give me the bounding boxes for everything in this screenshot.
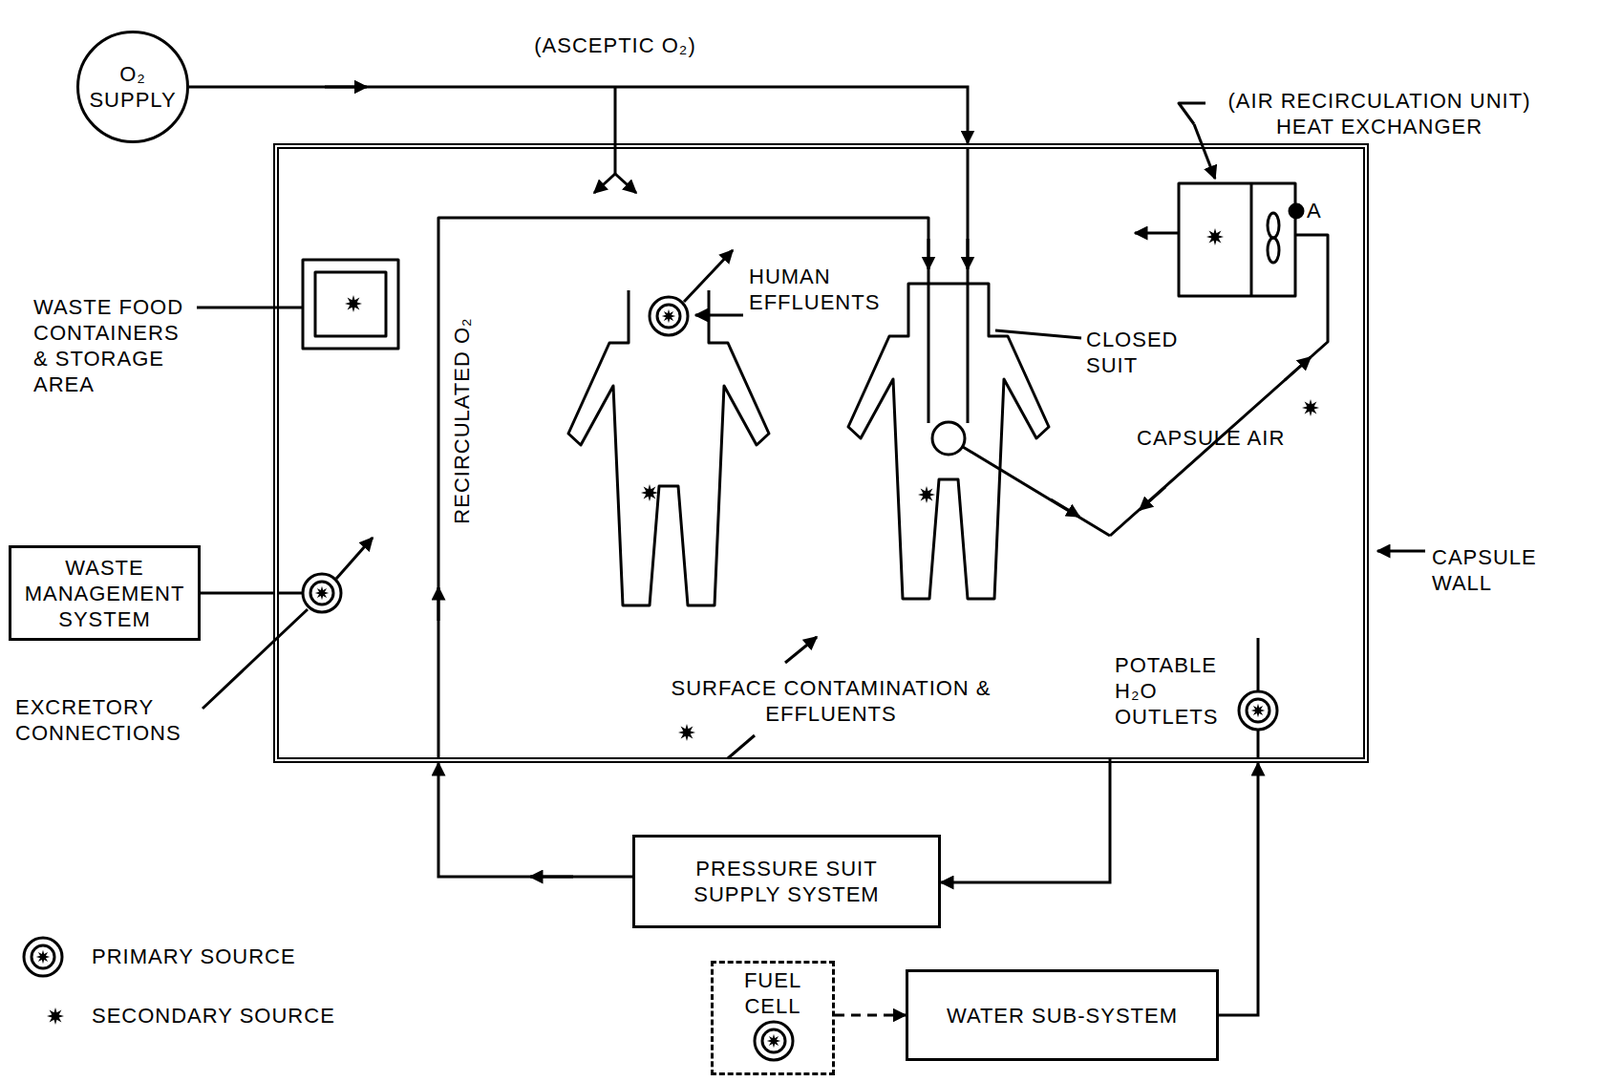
leader-line: [196, 306, 303, 310]
flow-arrow: [615, 173, 637, 193]
connector: [438, 763, 633, 877]
closed-suit-figure: [848, 283, 1049, 599]
leader-line: [727, 735, 755, 759]
process-box: WASTE MANAGEMENT SYSTEM: [8, 545, 201, 641]
waste-food-box-inner: [315, 272, 386, 337]
process-box: PRESSURE SUIT SUPPLY SYSTEM: [632, 834, 941, 929]
callout-label: CLOSED SUIT: [1086, 326, 1201, 379]
heat-exchanger: [1178, 183, 1296, 297]
secondary-source: [640, 484, 659, 502]
node-text: O₂ SUPPLY: [88, 61, 177, 113]
leader-line: [202, 609, 308, 709]
aseptic-o2-line: [966, 148, 970, 424]
heat-exchanger-divider: [1250, 183, 1254, 297]
flow-arrow: [1134, 232, 1179, 235]
primary-source: [1238, 691, 1278, 730]
node-text: WASTE MANAGEMENT SYSTEM: [19, 554, 192, 633]
callout-label: WASTE FOOD CONTAINERS & STORAGE AREA: [33, 294, 194, 398]
primary-source: [302, 574, 342, 613]
component-label: (AIR RECIRCULATION UNIT) HEAT EXCHANGER: [1211, 87, 1548, 140]
leader-arrow: [695, 314, 744, 318]
leader-line: [1178, 103, 1206, 125]
callout-label: EXCRETORY CONNECTIONS: [15, 694, 197, 747]
callout-label: HUMAN EFFLUENTS: [748, 263, 912, 316]
flow-arrow: [437, 587, 441, 621]
node-text: PRESSURE SUIT SUPPLY SYSTEM: [667, 855, 907, 908]
water-line: [1257, 727, 1260, 760]
suit-outlet: [932, 422, 965, 455]
callout-label: POTABLE H₂O OUTLETS: [1114, 652, 1239, 730]
node-text: CAPSULE WALL: [1431, 544, 1566, 597]
connector: [189, 86, 968, 144]
secondary-source: [1206, 228, 1224, 246]
effluent-arrow: [336, 537, 373, 579]
legend-text: SECONDARY SOURCE: [91, 1002, 336, 1029]
secondary-source: [1301, 399, 1320, 417]
flow-label: CAPSULE AIR: [1136, 425, 1285, 451]
connector: [834, 1014, 906, 1018]
effluent-arrow: [683, 250, 733, 302]
legend-text: PRIMARY SOURCE: [91, 943, 297, 970]
waste-line: [277, 592, 303, 596]
fan-blade: [1267, 213, 1280, 238]
aseptic-branch: [614, 86, 618, 174]
point-label: A: [1306, 197, 1323, 224]
flow-arrow: [966, 238, 970, 270]
supply-circle: O₂ SUPPLY: [76, 30, 190, 144]
leader-arrow: [1377, 550, 1426, 554]
water-outlet-stub: [1257, 638, 1260, 695]
human-figure: [568, 290, 769, 606]
point-a-dot: [1289, 204, 1303, 218]
flow-arrow: [1050, 499, 1080, 517]
legend-primary-symbol: [23, 938, 63, 977]
waste-food-box: [302, 259, 399, 349]
secondary-source: [917, 486, 936, 504]
flow-label: RECIRCULATED O₂: [448, 317, 474, 524]
fan-blade: [1267, 237, 1280, 263]
secondary-source: [678, 724, 696, 742]
process-box: WATER SUB-SYSTEM: [905, 969, 1219, 1062]
capsule-air-line: [1109, 234, 1328, 536]
primary-source: [649, 297, 688, 336]
edge-label: (ASCEPTIC O₂): [533, 32, 696, 59]
surface-arrow: [785, 637, 817, 663]
flow-arrow: [1139, 487, 1166, 511]
fuel-cell-box: FUEL CELL: [710, 960, 835, 1076]
flow-arrow: [594, 173, 616, 193]
suit-exhaust-line: [962, 447, 1110, 536]
leader-arrow: [1194, 124, 1216, 179]
node-text: FUEL CELL: [734, 967, 811, 1020]
node-text: WATER SUB-SYSTEM: [946, 1002, 1178, 1029]
legend-secondary-symbol: [46, 1007, 64, 1025]
secondary-source: [344, 295, 363, 313]
connector: [1218, 763, 1259, 1016]
connector: [200, 592, 274, 596]
flow-arrow: [1284, 357, 1311, 381]
connector: [940, 759, 1110, 883]
leader-line: [995, 330, 1082, 339]
primary-source: [754, 1022, 793, 1061]
flow-arrow: [927, 238, 931, 270]
callout-label: SURFACE CONTAMINATION & EFFLUENTS: [644, 675, 1018, 727]
